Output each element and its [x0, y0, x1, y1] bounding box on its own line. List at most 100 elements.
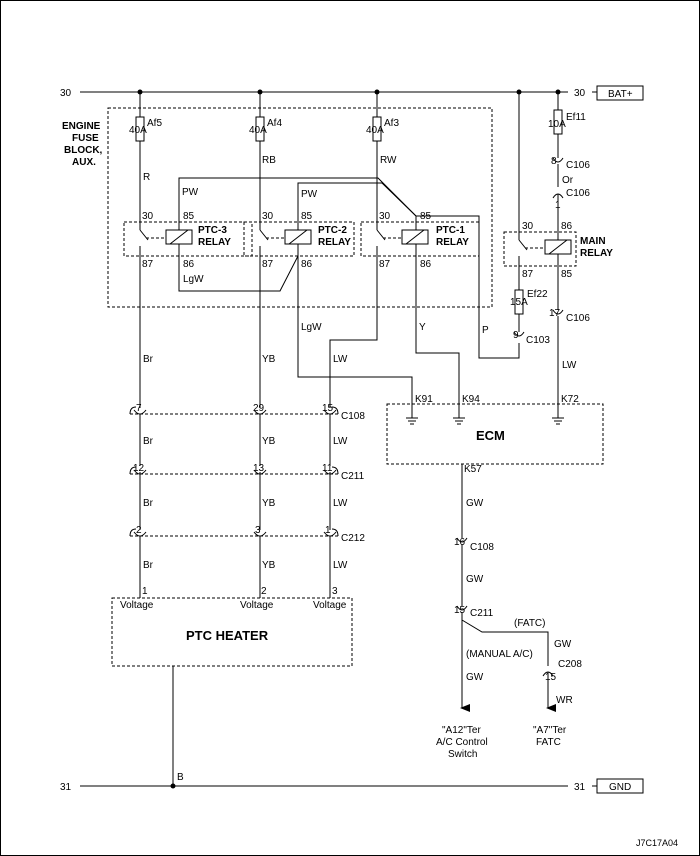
- diagram-label: Switch: [448, 749, 477, 760]
- harness-lw: LW LW LW: [329, 404, 348, 598]
- diagram-label: K91: [415, 394, 433, 405]
- diagram-label: GW: [554, 639, 572, 650]
- destination-a12: "A12"Ter A/C Control Switch: [436, 725, 488, 760]
- diagram-label: (MANUAL A/C): [466, 649, 533, 660]
- heater-pin-label: Voltage: [240, 600, 274, 611]
- diagram-label: C108: [341, 411, 365, 422]
- fuse-block-label-4: AUX.: [72, 157, 96, 168]
- diagram-label: 2: [136, 525, 142, 536]
- diagram-label: B: [177, 772, 184, 783]
- harness-yb: YB YB YB YB: [259, 256, 276, 598]
- diagram-label: 30: [262, 211, 274, 222]
- destination-a7: "A7"Ter FATC: [533, 725, 567, 748]
- diagram-label: LW: [333, 560, 348, 571]
- diagram-label: C106: [566, 160, 590, 171]
- connector-c212: 2 3 1 C212: [129, 525, 365, 544]
- diagram-label: LgW: [301, 322, 322, 333]
- diagram-label: Br: [143, 354, 154, 365]
- diagram-label: "A7"Ter: [533, 725, 567, 736]
- diagram-label: K94: [462, 394, 480, 405]
- connector-c108: 7 29 15 C108: [129, 403, 365, 422]
- diagram-label: PW: [301, 189, 318, 200]
- wire-label-rb: RB: [262, 155, 276, 166]
- diagram-label: LW: [333, 498, 348, 509]
- diagram-label: 11: [322, 463, 333, 474]
- diagram-label: Ef22: [527, 289, 548, 300]
- relay-ptc1-label-1: PTC-1: [436, 225, 465, 236]
- diagram-label: GW: [466, 574, 484, 585]
- gnd-box: [596, 778, 644, 794]
- diagram-label: 13: [253, 463, 265, 474]
- relay-ptc3-label-1: PTC-3: [198, 225, 227, 236]
- diagram-label: 15: [545, 672, 557, 683]
- diagram-label: 17: [549, 308, 561, 319]
- heater-label: PTC HEATER: [186, 628, 269, 643]
- relay-main: 30 86 87 85 MAIN RELAY: [503, 92, 613, 280]
- diagram-label: 10A: [548, 119, 566, 130]
- diagram-label: 29: [253, 403, 265, 414]
- diagram-label: Br: [143, 560, 154, 571]
- line30-right-label: 30: [574, 88, 586, 99]
- diagram-label: 16: [454, 537, 466, 548]
- ground-line-31: 31 31 GND: [60, 778, 644, 794]
- diagram-label: 15: [322, 403, 334, 414]
- diagram-label: PW: [182, 187, 199, 198]
- diagram-label: 40A: [249, 125, 267, 136]
- connector-c106-upper: 8 C106 Or C106 1: [551, 156, 590, 222]
- diagram-label: 86: [183, 259, 195, 270]
- diagram-label: YB: [262, 498, 276, 509]
- diagram-label: K57: [464, 464, 482, 475]
- diagram-label: C211: [341, 471, 365, 482]
- relay-ptc2: 30 85 87 86 PTC-2 RELAY: [243, 211, 355, 270]
- diagram-label: Y: [419, 322, 426, 333]
- heater-pin-label: Voltage: [120, 600, 154, 611]
- diagram-label: 85: [301, 211, 313, 222]
- engine-fuse-block: ENGINE FUSE BLOCK, AUX.: [62, 107, 493, 308]
- diagram-label: 87: [522, 269, 534, 280]
- diagram-label: LW: [333, 436, 348, 447]
- diagram-label: Af4: [267, 118, 282, 129]
- diagram-label: 85: [561, 269, 573, 280]
- diagram-label: 3: [255, 525, 261, 536]
- diagram-label: 40A: [366, 125, 384, 136]
- diagram-label: C108: [470, 542, 494, 553]
- diagram-label: Br: [143, 498, 154, 509]
- diagram-label: Ef11: [566, 112, 586, 123]
- diagram-label: 30: [379, 211, 391, 222]
- diagram-label: 87: [142, 259, 154, 270]
- fuse-ef22: Ef22 15A 9 C103: [510, 266, 550, 346]
- diagram-label: 1: [325, 525, 331, 536]
- relay-ptc3-label-2: RELAY: [198, 237, 231, 248]
- diagram-label: LgW: [183, 274, 204, 285]
- bat-plus-label: BAT+: [608, 89, 633, 100]
- diagram-label: 3: [332, 586, 338, 597]
- relay-control-wires: PW PW LgW LgW Y LW P: [178, 177, 520, 404]
- diagram-label: 9: [513, 330, 519, 341]
- diagram-label: 8: [551, 156, 557, 167]
- ecm-label: ECM: [476, 428, 505, 443]
- diagram-label: 40A: [129, 125, 147, 136]
- fuse-block-label-1: ENGINE: [62, 121, 101, 132]
- diagram-label: LW: [333, 354, 348, 365]
- diagram-label: "A12"Ter: [442, 725, 481, 736]
- diagram-label: A/C Control: [436, 737, 488, 748]
- diagram-label: C106: [566, 188, 590, 199]
- fuse-ef11: Ef11 10A: [548, 92, 586, 158]
- diagram-label: 87: [379, 259, 391, 270]
- relay-ptc3: 30 85 87 86 PTC-3 RELAY: [123, 211, 253, 270]
- diagram-label: 7: [136, 403, 142, 414]
- diagram-label: 2: [261, 586, 267, 597]
- ecm: ECM K91 K94 K72 K57: [386, 394, 604, 475]
- wire-label-r: R: [143, 172, 150, 183]
- relay-main-label-2: RELAY: [580, 248, 613, 259]
- diagram-label: 12: [133, 463, 145, 474]
- gnd-label: GND: [609, 782, 631, 793]
- diagram-label: Af3: [384, 118, 399, 129]
- diagram-label: 86: [420, 259, 432, 270]
- diagram-label: 1: [142, 586, 148, 597]
- diagram-label: GW: [466, 672, 484, 683]
- fuse-af5: Af5 40A R: [129, 92, 162, 216]
- power-line-30: 30 30 BAT+: [60, 85, 644, 101]
